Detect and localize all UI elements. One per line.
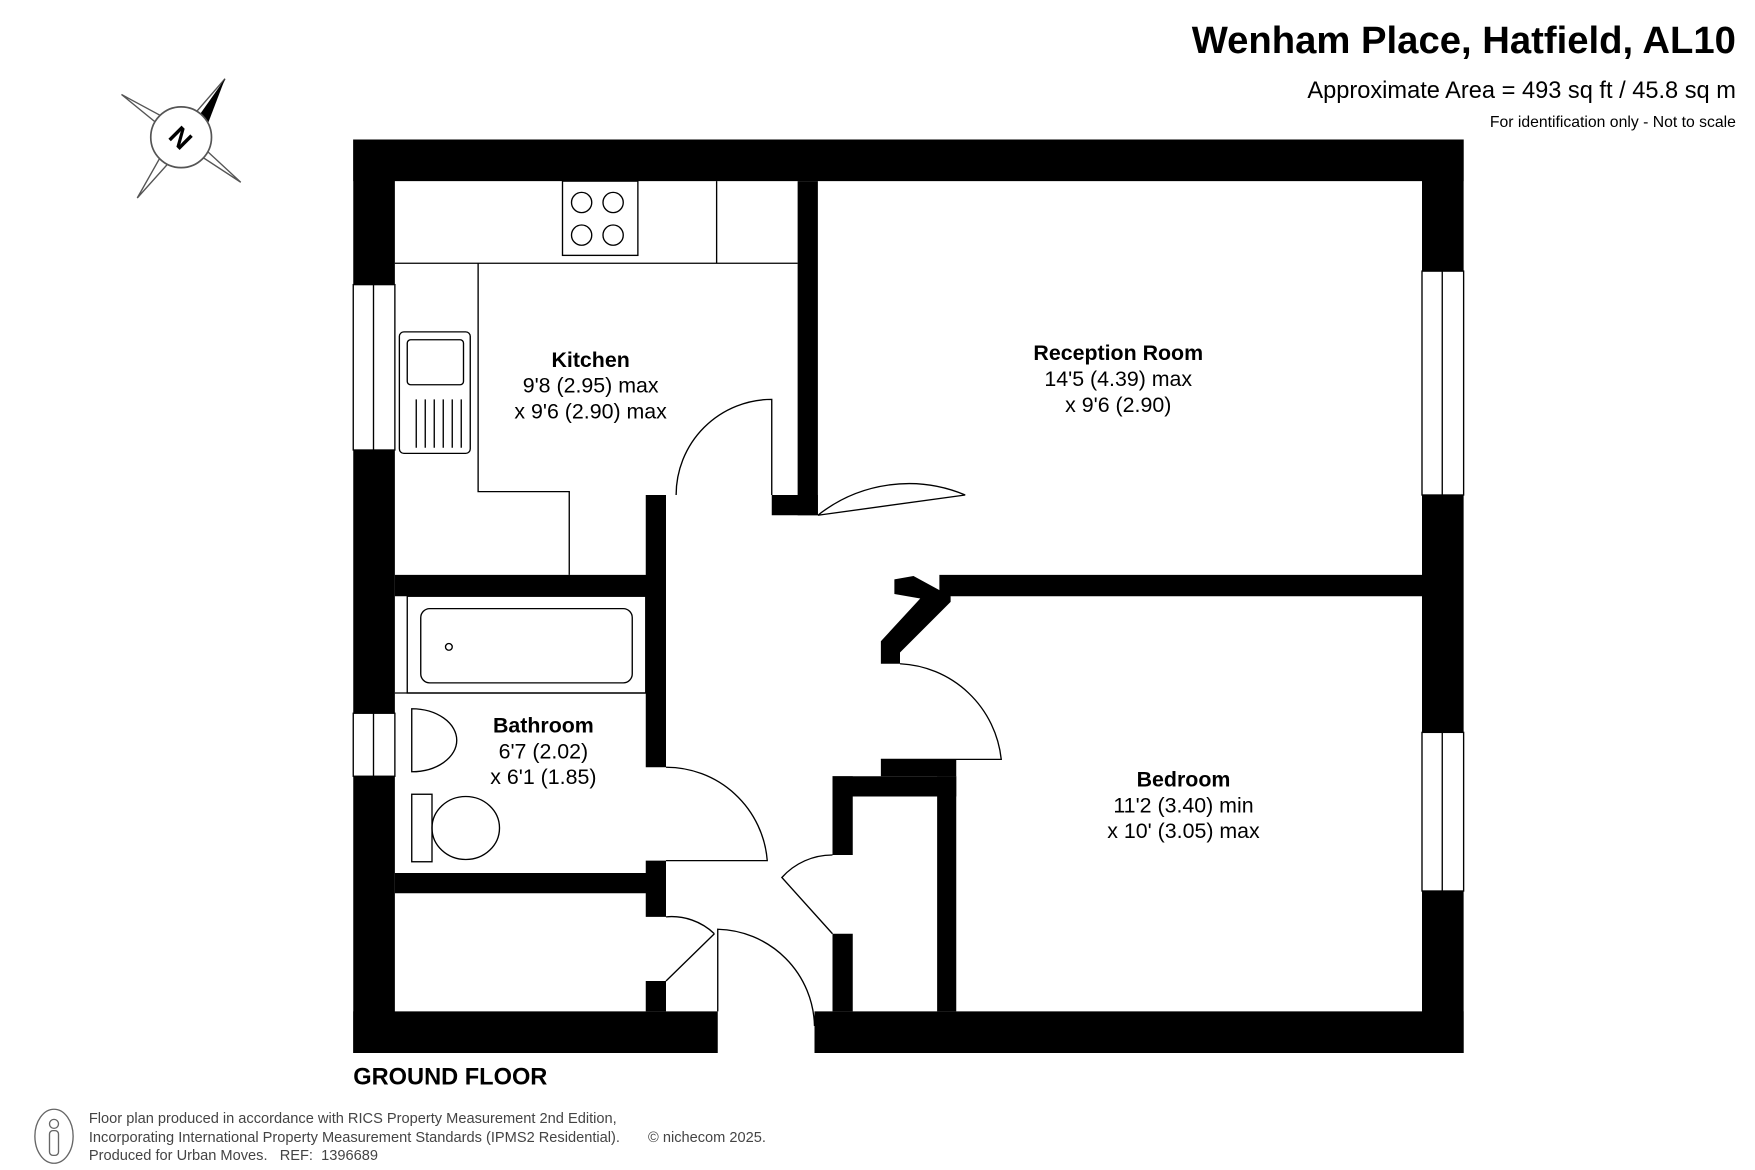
person-icon (34, 1108, 74, 1164)
svg-text:x 9'6 (2.90) max: x 9'6 (2.90) max (514, 400, 667, 424)
walls (353, 139, 1464, 1053)
svg-text:6'7 (2.02): 6'7 (2.02) (499, 739, 589, 763)
footer-line2: Incorporating International Property Mea… (89, 1130, 620, 1146)
room-bedroom: Bedroom 11'2 (3.40) min x 10' (3.05) max (1107, 767, 1260, 843)
floor-label: GROUND FLOOR (353, 1065, 547, 1091)
compass-icon: N (121, 78, 242, 199)
footer-line3: Produced for Urban Moves. REF: 1396689 (89, 1148, 378, 1164)
svg-text:x 6'1 (1.85): x 6'1 (1.85) (490, 765, 596, 789)
fixtures (394, 180, 1002, 1027)
svg-text:Bathroom: Bathroom (493, 713, 594, 737)
bath-icon (406, 595, 647, 694)
svg-text:Bedroom: Bedroom (1137, 767, 1231, 791)
svg-text:Kitchen: Kitchen (551, 348, 629, 372)
toilet-icon (411, 793, 433, 863)
svg-text:11'2 (3.40) min: 11'2 (3.40) min (1113, 793, 1253, 817)
sink-icon (398, 331, 471, 455)
svg-text:9'8 (2.95) max: 9'8 (2.95) max (523, 374, 659, 398)
room-reception: Reception Room 14'5 (4.39) max x 9'6 (2.… (1033, 341, 1203, 417)
windows (352, 270, 1465, 892)
basin-icon (411, 708, 458, 773)
svg-text:x 9'6 (2.90): x 9'6 (2.90) (1065, 393, 1171, 417)
hob-icon (561, 180, 639, 257)
svg-text:x 10' (3.05) max: x 10' (3.05) max (1107, 819, 1260, 843)
footer-line1: Floor plan produced in accordance with R… (89, 1111, 617, 1127)
svg-text:Reception Room: Reception Room (1033, 341, 1203, 365)
area-text: Approximate Area = 493 sq ft / 45.8 sq m (1307, 78, 1736, 104)
page-title: Wenham Place, Hatfield, AL10 (1192, 19, 1736, 62)
footer-copyright: © nichecom 2025. (648, 1130, 766, 1146)
room-bathroom: Bathroom 6'7 (2.02) x 6'1 (1.85) (490, 713, 596, 789)
room-kitchen: Kitchen 9'8 (2.95) max x 9'6 (2.90) max (514, 348, 667, 424)
disclaimer-text: For identification only - Not to scale (1490, 114, 1736, 131)
svg-text:14'5 (4.39) max: 14'5 (4.39) max (1044, 367, 1192, 391)
